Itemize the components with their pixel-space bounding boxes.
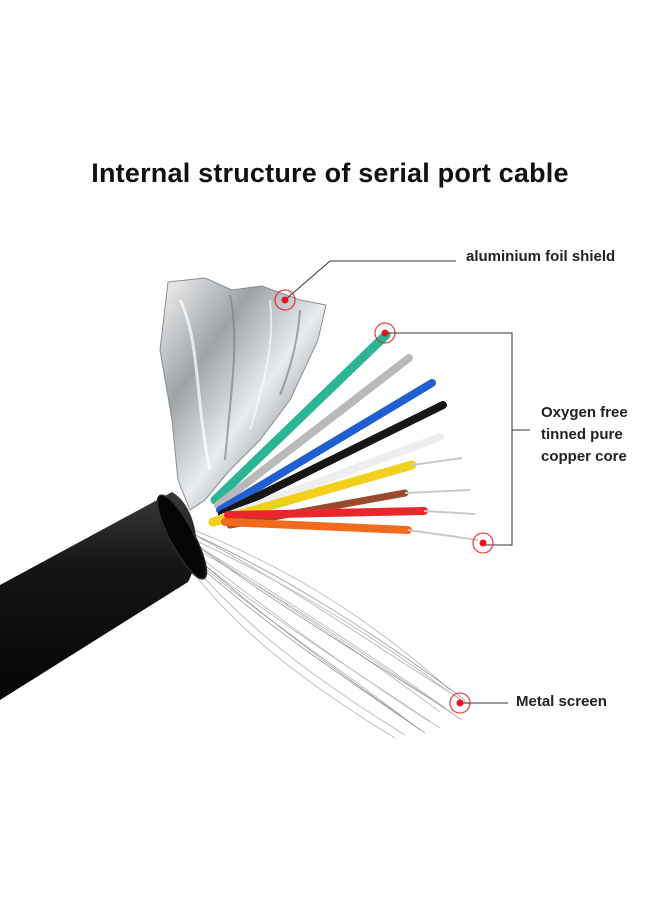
wire-gray (214, 354, 413, 509)
label-copper-core: Oxygen free tinned pure copper core (541, 402, 656, 468)
aluminium-foil-shield (159, 277, 327, 511)
wire-blue (216, 379, 436, 514)
callout-markers (274, 289, 494, 714)
wire-red (224, 507, 428, 519)
diagram-title: Internal structure of serial port cable (91, 158, 569, 188)
wire-black (218, 401, 447, 518)
marker-core-top (374, 322, 396, 344)
callout-lines (284, 260, 530, 704)
cable-jacket (0, 492, 208, 700)
label-copper-core-line3: copper core (541, 448, 627, 465)
marker-screen (449, 692, 471, 714)
insulated-wires (208, 330, 447, 534)
marker-core-bottom (472, 532, 494, 554)
label-aluminium-foil-shield: aluminium foil shield (466, 248, 616, 265)
label-copper-core-line1: Oxygen free (541, 404, 628, 421)
marker-foil (274, 289, 296, 311)
callout-line-foil (284, 260, 456, 301)
wire-orange (221, 518, 412, 534)
wire-green (210, 330, 391, 505)
label-metal-screen: Metal screen (516, 693, 607, 710)
copper-cores (404, 457, 479, 541)
callout-bracket-core (385, 332, 513, 546)
label-copper-core-line2: tinned pure (541, 426, 623, 443)
